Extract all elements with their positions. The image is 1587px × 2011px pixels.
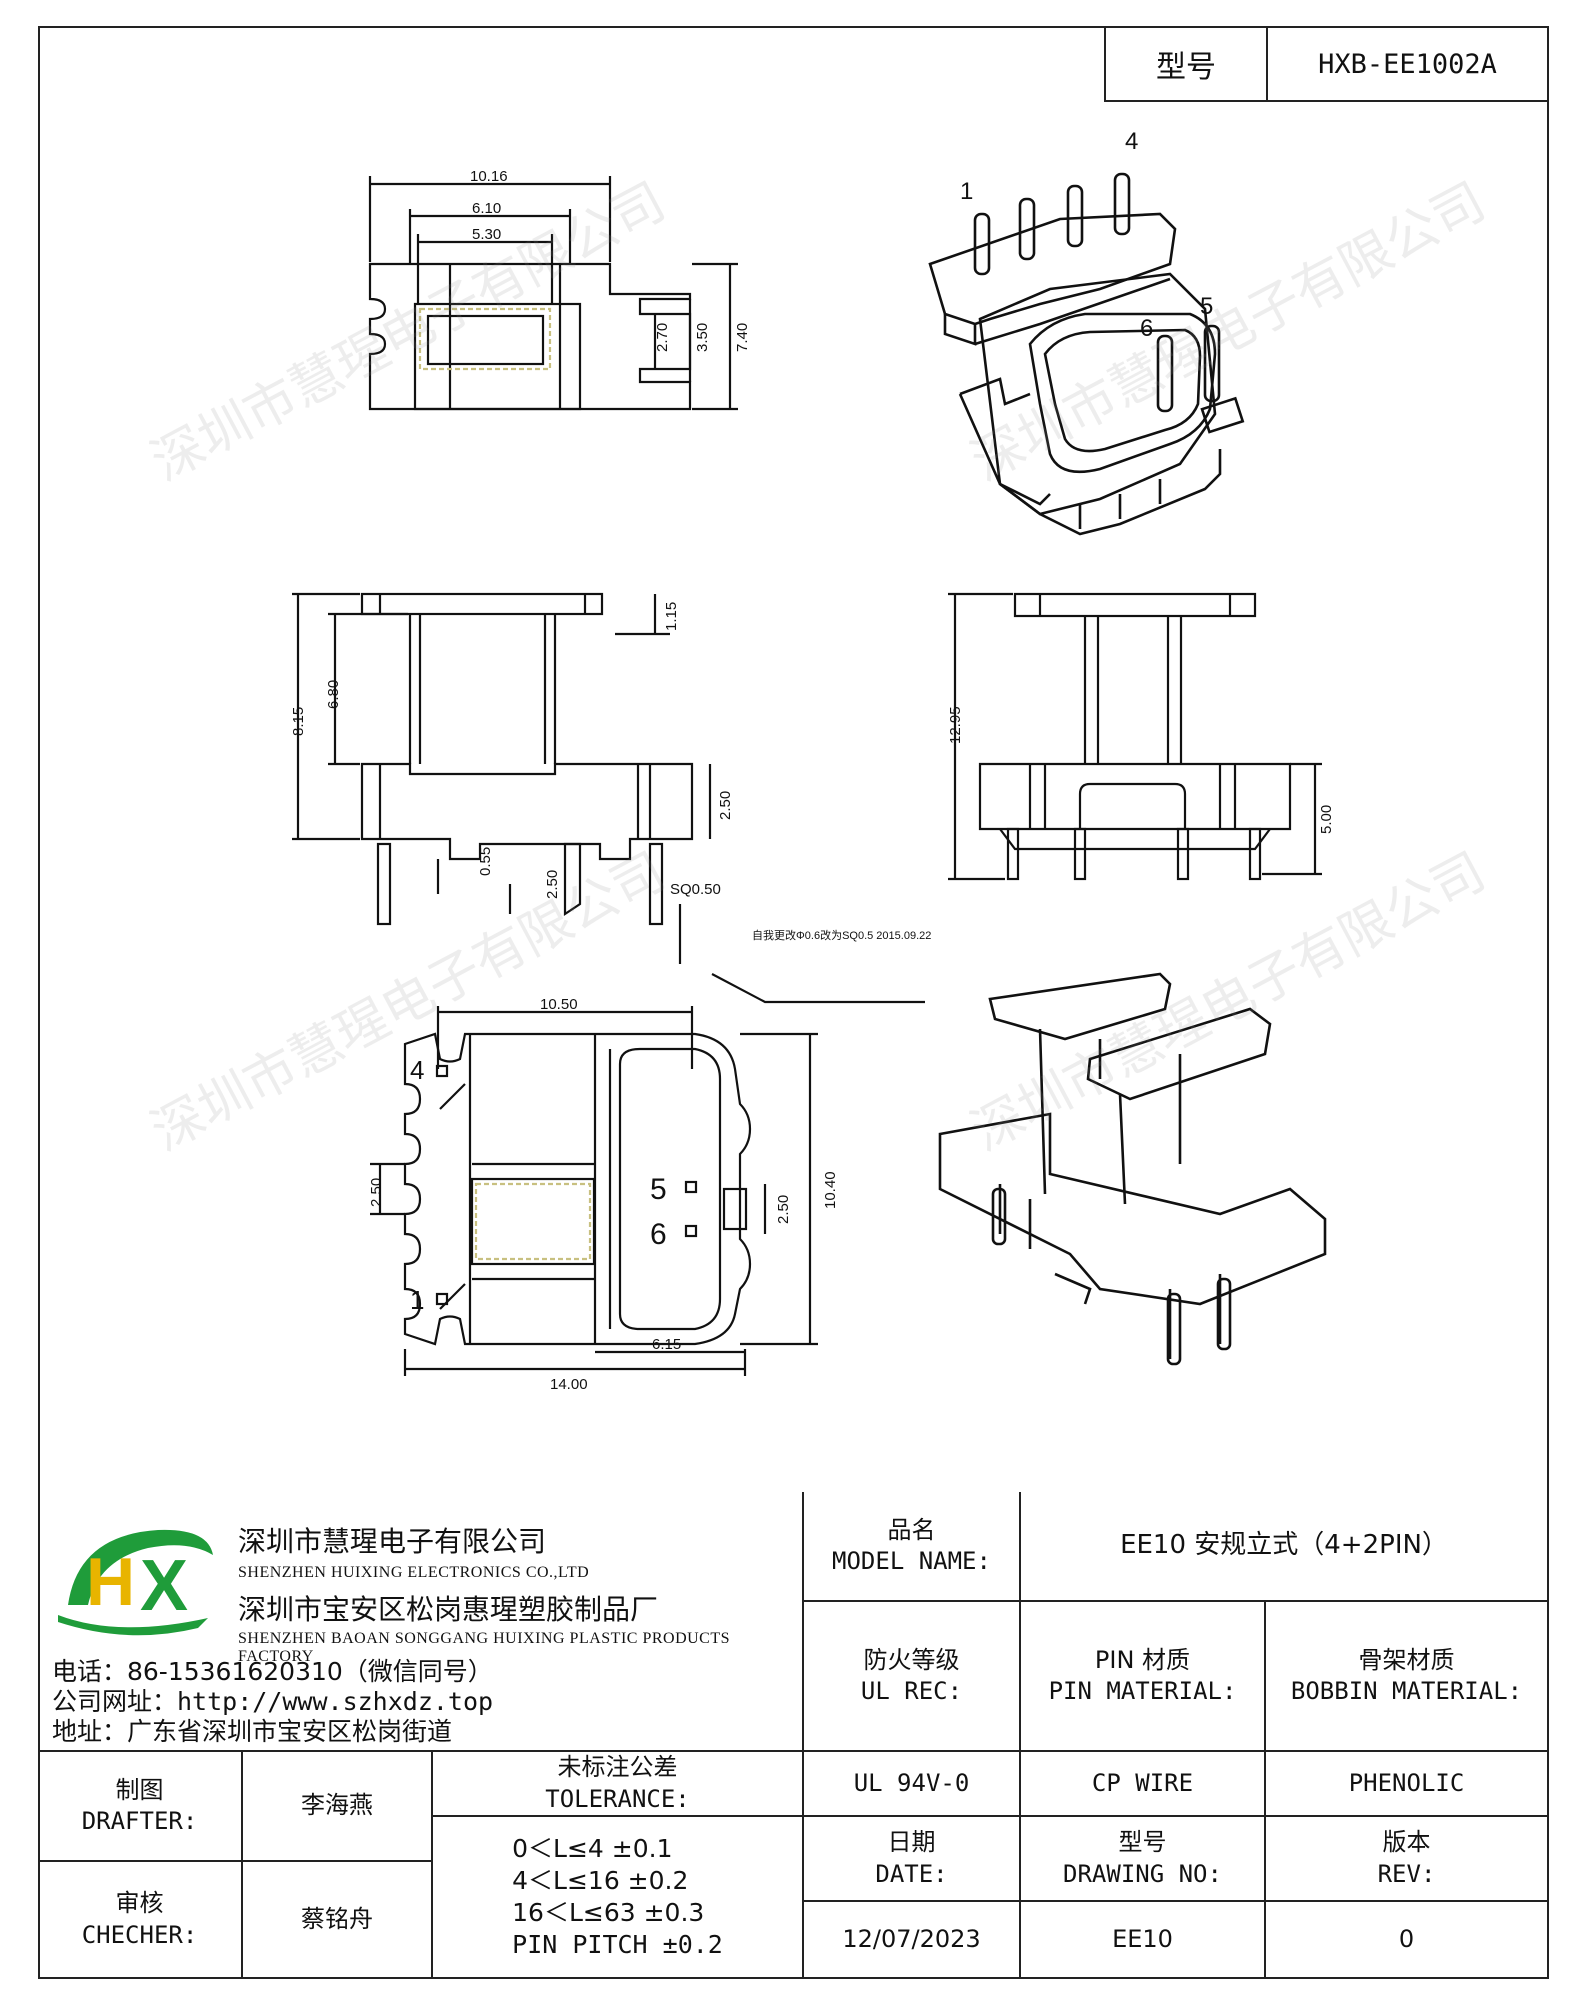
bottom-view: [370, 1006, 818, 1376]
side-view: [948, 592, 1322, 881]
dim-side-2: 5.00: [1318, 805, 1335, 834]
pin-material-value: CP WIRE: [1021, 1752, 1266, 1817]
dim-bottom-1: 10.50: [540, 996, 578, 1013]
tolerance-line-4: PIN PITCH ±0.2: [512, 1930, 723, 1959]
tolerance-line-1: 0＜L≤4 ±0.1: [512, 1834, 673, 1863]
iso-view-top: [928, 172, 1245, 536]
dim-top-5: 3.50: [694, 323, 711, 352]
drawing-no-value: EE10: [1021, 1902, 1266, 1979]
dim-front-4: 2.50: [717, 791, 734, 820]
company-phone: 电话：86-15361620310（微信同号）: [52, 1657, 493, 1686]
bottom-pin-1: 1: [410, 1285, 424, 1315]
date-value: 12/07/2023: [804, 1902, 1021, 1979]
pin-label-1: 1: [960, 178, 973, 205]
logo-h: H: [86, 1544, 135, 1620]
ul-rec-value: UL 94V-0: [804, 1752, 1021, 1817]
dim-front-2: 6.80: [325, 680, 342, 709]
revision-note: 自我更改Φ0.6改为SQ0.5 2015.09.22: [752, 928, 931, 942]
model-name-value: EE10 安规立式（4+2PIN）: [1021, 1492, 1549, 1602]
factory-name-en: SHENZHEN BAOAN SONGGANG HUIXING PLASTIC …: [238, 1630, 731, 1665]
model-name-label: 品名 MODEL NAME:: [804, 1492, 1021, 1602]
dim-side-1: 12.95: [947, 706, 964, 744]
pin-label-4: 4: [1125, 128, 1138, 155]
dim-top-3: 5.30: [472, 226, 501, 243]
company-info: H X 深圳市慧瑆电子有限公司 SHENZHEN HUIXING ELECTRO…: [38, 1492, 804, 1752]
tolerance-values: 0＜L≤4 ±0.1 4＜L≤16 ±0.2 16＜L≤63 ±0.3 PIN …: [433, 1817, 804, 1979]
ul-rec-label: 防火等级 UL REC:: [804, 1602, 1021, 1752]
title-block: H X 深圳市慧瑆电子有限公司 SHENZHEN HUIXING ELECTRO…: [38, 1492, 1549, 1979]
date-label: 日期 DATE:: [804, 1817, 1021, 1902]
rev-label: 版本 REV:: [1266, 1817, 1549, 1902]
company-name-cn: 深圳市慧瑆电子有限公司: [238, 1525, 547, 1558]
pin-label-6: 6: [1140, 315, 1153, 342]
dim-top-6: 7.40: [734, 323, 751, 352]
drafter-label: 制图 DRAFTER:: [38, 1752, 243, 1862]
dim-top-4: 2.70: [654, 323, 671, 352]
dim-top-1: 10.16: [470, 168, 508, 185]
factory-name-cn: 深圳市宝安区松岗惠瑆塑胶制品厂: [238, 1593, 659, 1626]
logo-x: X: [140, 1546, 188, 1626]
pin-material-label: PIN 材质 PIN MATERIAL:: [1021, 1602, 1266, 1752]
pin-label-5: 5: [1200, 293, 1213, 320]
bobbin-material-value: PHENOLIC: [1266, 1752, 1549, 1817]
tolerance-label: 未标注公差 TOLERANCE:: [433, 1752, 804, 1817]
bottom-pin-5: 5: [650, 1173, 667, 1206]
top-view: [368, 176, 738, 411]
model-number-box: 型号 HXB-EE1002A: [1104, 26, 1549, 102]
dim-top-2: 6.10: [472, 200, 501, 217]
model-label: 型号: [1106, 28, 1268, 100]
bottom-pin-6: 6: [650, 1218, 667, 1251]
company-address: 地址：广东省深圳市宝安区松岗街道: [52, 1717, 453, 1746]
dim-front-6: 2.50: [544, 870, 561, 899]
dim-bottom-2: 2.50: [368, 1178, 385, 1207]
drafter-name: 李海燕: [243, 1752, 433, 1862]
tolerance-line-2: 4＜L≤16 ±0.2: [512, 1866, 689, 1895]
dim-front-5: 0.55: [477, 847, 494, 876]
dim-bottom-4: 10.40: [822, 1171, 839, 1209]
technical-drawing: 10.16 6.10 5.30 2.70 3.50 7.40 8.15 6.80…: [290, 128, 1335, 1393]
dim-front-3: 1.15: [663, 602, 680, 631]
dim-front-7: SQ0.50: [670, 881, 721, 898]
drawing-no-label: 型号 DRAWING NO:: [1021, 1817, 1266, 1902]
checker-name: 蔡铭舟: [243, 1862, 433, 1979]
dim-bottom-6: 6.15: [652, 1336, 681, 1353]
tolerance-line-3: 16＜L≤63 ±0.3: [512, 1898, 705, 1927]
rev-value: 0: [1266, 1902, 1549, 1979]
dim-front-1: 8.15: [290, 707, 307, 736]
front-view: [292, 592, 925, 1004]
iso-view-bottom: [938, 972, 1327, 1366]
dim-bottom-3: 2.50: [775, 1195, 792, 1224]
model-value: HXB-EE1002A: [1318, 48, 1497, 80]
company-name-en: SHENZHEN HUIXING ELECTRONICS CO.,LTD: [238, 1564, 590, 1581]
dim-bottom-5: 14.00: [550, 1376, 588, 1393]
checker-label: 审核 CHECHER:: [38, 1862, 243, 1979]
bottom-pin-4: 4: [410, 1055, 424, 1085]
bobbin-material-label: 骨架材质 BOBBIN MATERIAL:: [1266, 1602, 1549, 1752]
company-logo: H X: [58, 1529, 213, 1636]
company-website: 公司网址：http://www.szhxdz.top: [52, 1687, 494, 1716]
